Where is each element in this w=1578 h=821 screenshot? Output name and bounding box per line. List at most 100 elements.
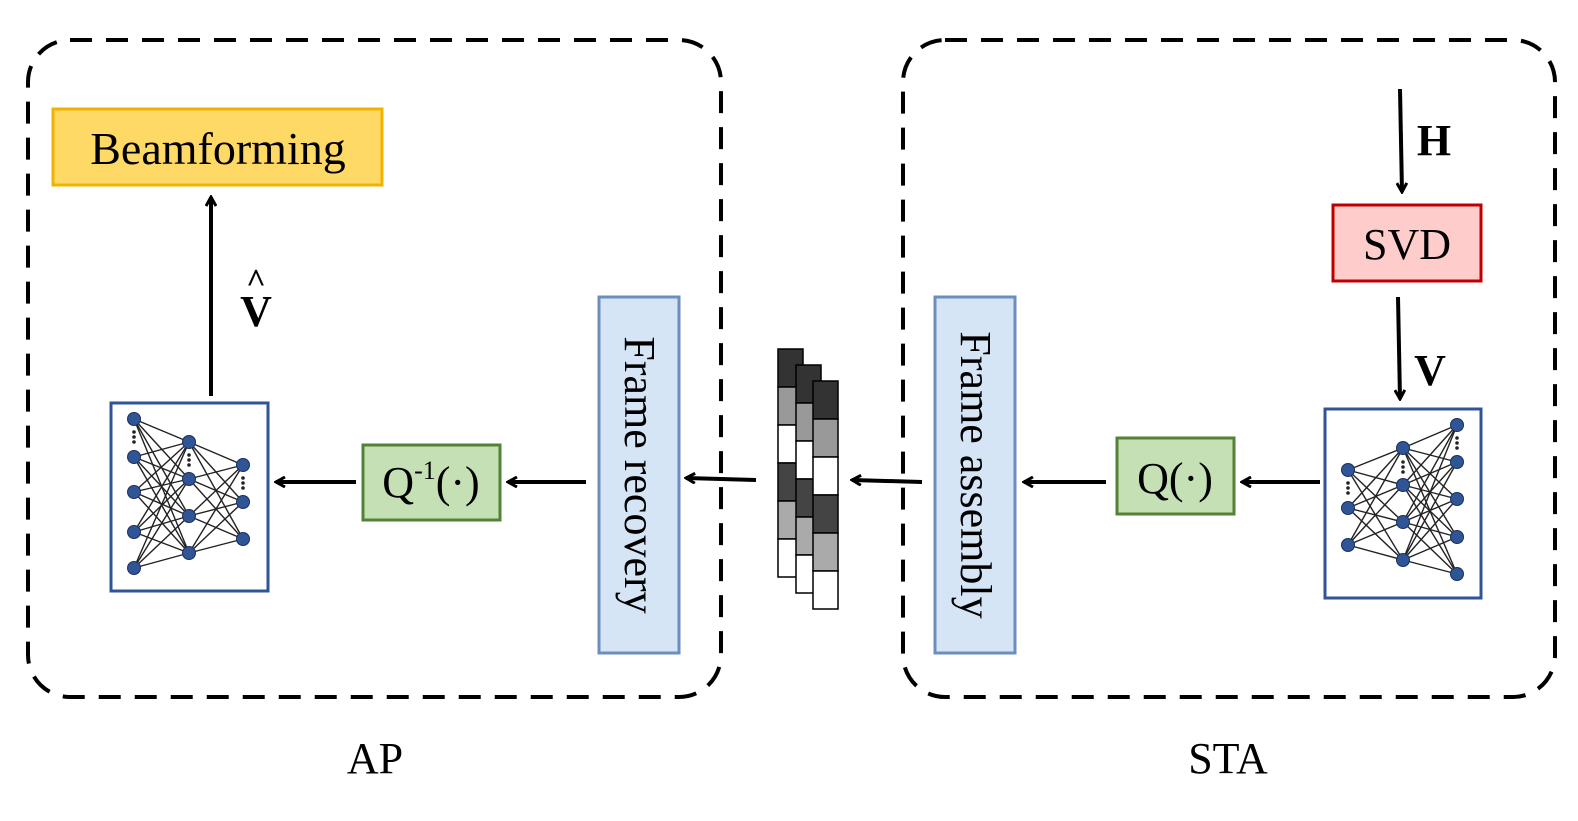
nn-ellipsis-dot (1401, 465, 1405, 469)
nn-connection (188, 464, 244, 480)
nn-node (127, 485, 141, 499)
nn-ellipsis-dot (1455, 441, 1459, 445)
nn-ellipsis-dot (1346, 481, 1350, 485)
quantizer-box (1115, 436, 1236, 516)
nn-node (236, 495, 250, 509)
sta-neural-network-icon (1341, 418, 1464, 581)
nn-node (182, 472, 196, 486)
frame-cell (812, 532, 839, 572)
nn-ellipsis-dot (187, 463, 191, 467)
nn-connection (1347, 484, 1404, 546)
beamforming-label: Beamforming (90, 123, 346, 174)
nn-connection (188, 501, 244, 554)
nn-connection (1347, 447, 1404, 471)
nn-node (127, 525, 141, 539)
quantizer-label: Q(·) (1137, 454, 1213, 503)
v-hat-accent: ^ (246, 263, 266, 300)
nn-node (182, 435, 196, 449)
h-label: H (1417, 116, 1451, 165)
nn-ellipsis-dot (132, 440, 136, 444)
nn-node (127, 412, 141, 426)
nn-node (1450, 492, 1464, 506)
nn-connection (133, 418, 190, 443)
svd-box (1331, 203, 1483, 283)
frame-assembly-box (933, 295, 1017, 655)
nn-connection (188, 464, 244, 554)
nn-ellipsis-dot (132, 435, 136, 439)
ap-group-box (26, 38, 723, 699)
nn-node (1450, 567, 1464, 581)
nn-node (1450, 530, 1464, 544)
nn-connection (133, 552, 190, 569)
nn-connection (1402, 424, 1458, 561)
nn-node (236, 458, 250, 472)
nn-connection (1347, 447, 1404, 509)
sta-group-label: STA (1188, 734, 1268, 783)
nn-connection (1347, 447, 1404, 546)
nn-node (1396, 515, 1410, 529)
nn-node (1341, 538, 1355, 552)
nn-connection (133, 456, 190, 480)
frame-recovery-label: Frame recovery (615, 336, 664, 613)
nn-connection (133, 441, 190, 493)
nn-ellipsis-dot (241, 481, 245, 485)
frame-assembly-label: Frame assembly (951, 331, 1000, 618)
arrow-svd-to-nn (1398, 296, 1400, 399)
frame-cell (812, 494, 839, 534)
nn-connection (133, 441, 190, 569)
nn-connection (1402, 559, 1458, 575)
nn-connection (1402, 498, 1458, 561)
nn-connection (1347, 521, 1404, 546)
nn-ellipsis-dot (132, 430, 136, 434)
nn-ellipsis-dot (187, 453, 191, 457)
nn-ellipsis-dot (241, 476, 245, 480)
nn-connection (133, 478, 190, 493)
frame-cell (812, 380, 839, 420)
nn-node (1341, 501, 1355, 515)
nn-ellipsis-dot (241, 486, 245, 490)
nn-connection (1402, 461, 1458, 561)
nn-connection (133, 515, 190, 569)
nn-node (1396, 441, 1410, 455)
svd-label: SVD (1363, 220, 1451, 269)
nn-connection (1402, 424, 1458, 523)
nn-node (182, 509, 196, 523)
nn-node (1396, 478, 1410, 492)
nn-ellipsis-dot (1401, 470, 1405, 474)
ap-group-label: AP (347, 734, 403, 783)
arrow-h-to-svd (1400, 88, 1402, 192)
nn-node (1396, 553, 1410, 567)
nn-ellipsis-dot (1346, 486, 1350, 490)
v-label: V (1414, 346, 1446, 395)
nn-connection (1402, 536, 1458, 561)
frame-cell (812, 570, 839, 610)
dequantizer-label: Q-1(·) (382, 456, 479, 507)
nn-connection (1402, 424, 1458, 486)
ap-neural-network-icon (127, 412, 250, 575)
nn-ellipsis-dot (1401, 460, 1405, 464)
nn-connection (188, 441, 244, 466)
nn-node (236, 532, 250, 546)
nn-ellipsis-dot (1346, 491, 1350, 495)
nn-connection (188, 538, 244, 554)
frame-cell (812, 418, 839, 458)
frame-cell (812, 456, 839, 496)
nn-connection (1347, 544, 1404, 561)
arrow-frame-assembly-to-frames (852, 480, 923, 482)
v-hat-label: V (240, 287, 272, 336)
nn-connection (133, 478, 190, 569)
nn-node (1450, 455, 1464, 469)
nn-ellipsis-dot (1455, 436, 1459, 440)
nn-node (127, 561, 141, 575)
beamforming-box (51, 107, 384, 187)
nn-connection (1402, 424, 1458, 449)
nn-ellipsis-dot (1455, 446, 1459, 450)
nn-ellipsis-dot (187, 458, 191, 462)
sta-group-box (901, 38, 1557, 699)
frame-recovery-box (597, 295, 681, 655)
nn-connection (133, 441, 190, 458)
nn-connection (133, 441, 190, 533)
transmitted-frames-stack (777, 348, 839, 610)
arrow-frames-to-frame-recovery (686, 478, 757, 480)
